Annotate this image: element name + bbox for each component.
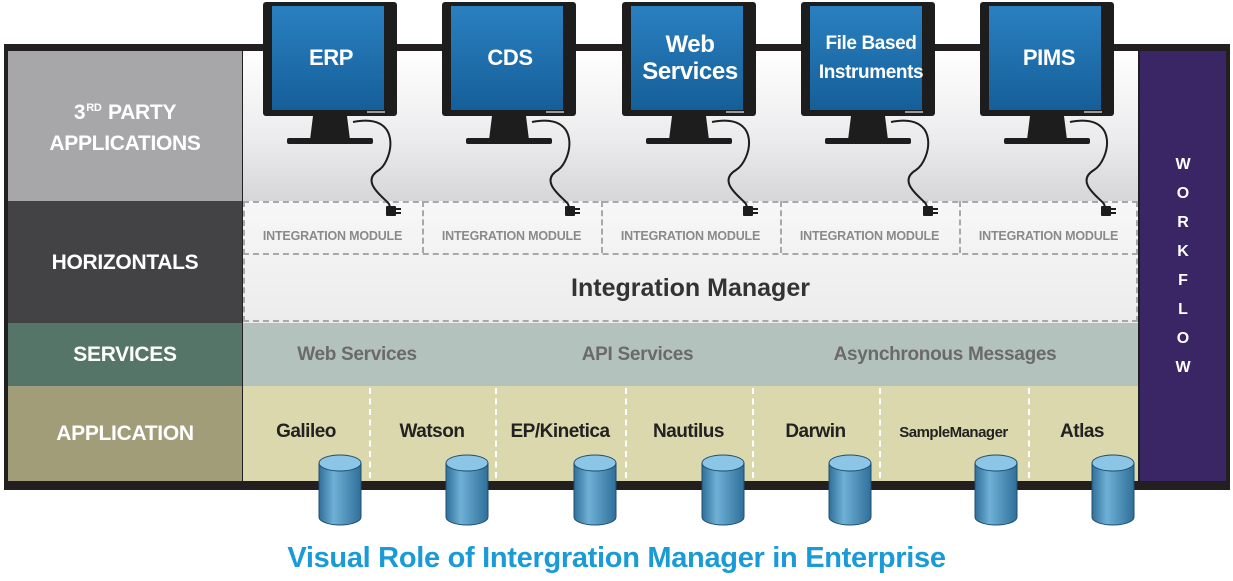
database-body (445, 462, 489, 526)
database-nautilus-icon (701, 454, 745, 526)
service-async: Asynchronous Messages (833, 343, 1057, 365)
horizontals-band (243, 201, 1138, 323)
integration-module-file: INTEGRATION MODULE (799, 229, 940, 243)
database-top (701, 454, 745, 472)
cable (352, 119, 392, 211)
database-top (828, 454, 872, 472)
database-body (318, 462, 362, 526)
monitor-screen (451, 6, 563, 110)
monitor-erp (263, 2, 401, 216)
diagram-caption: Visual Role of Intergration Manager in E… (287, 542, 946, 574)
plug-prong (933, 212, 938, 214)
integration-modules: INTEGRATION MODULE INTEGRATION MODULE IN… (243, 201, 1138, 323)
monitor-screen (989, 6, 1101, 110)
database-body (573, 462, 617, 526)
layer-label-services: SERVICES (8, 323, 242, 386)
services-band (243, 323, 1138, 386)
database-body (701, 462, 745, 526)
app-samplemanager: SampleManager (899, 423, 1008, 441)
plug-prong (1111, 212, 1116, 214)
plug-body (923, 206, 933, 216)
monitor-pims-label: PIMS (1022, 45, 1076, 70)
monitor-base (1004, 138, 1090, 144)
monitor-indicator (367, 111, 385, 113)
monitor-screen (810, 6, 922, 110)
monitor-cds (442, 2, 580, 216)
monitor-screen (631, 6, 743, 110)
integration-module-cds: INTEGRATION MODULE (441, 229, 582, 243)
plug-prong (753, 212, 758, 214)
service-api: API Services (581, 343, 694, 365)
monitor-indicator (905, 111, 923, 113)
monitor-neck (848, 116, 888, 140)
plug-body (565, 206, 575, 216)
plug-body (743, 206, 753, 216)
cable (711, 119, 751, 211)
monitor-neck (1027, 116, 1067, 140)
database-darwin-icon (828, 454, 872, 526)
database-body (974, 462, 1018, 526)
monitor-base (646, 138, 732, 144)
app-nautilus: Nautilus (653, 421, 724, 442)
integration-module-web: INTEGRATION MODULE (620, 229, 761, 243)
layer-label-third-party: 3RD PARTY APPLICATIONS (8, 51, 242, 201)
app-watson: Watson (399, 421, 465, 442)
database-top (573, 454, 617, 472)
monitor-web-services (622, 2, 758, 216)
cable (531, 119, 571, 211)
database-top (1091, 454, 1135, 472)
monitor-screen (272, 6, 384, 110)
cable (890, 119, 930, 211)
database-body (1091, 462, 1135, 526)
database-top (974, 454, 1018, 472)
monitor-cds-label: CDS (487, 45, 533, 70)
app-galileo: Galileo (276, 421, 336, 442)
service-web: Web Services (297, 343, 417, 365)
app-atlas: Atlas (1060, 421, 1104, 442)
database-top (318, 454, 362, 472)
layer-label-application: APPLICATION (8, 386, 242, 481)
monitor-base (466, 138, 552, 144)
database-body (828, 462, 872, 526)
plug-prong (575, 208, 580, 210)
monitor-neck (310, 116, 350, 140)
monitor-base (287, 138, 373, 144)
monitor-base (825, 138, 911, 144)
monitor-file-based (801, 2, 938, 216)
plug-prong (575, 212, 580, 214)
database-top (445, 454, 489, 472)
plug-body (1101, 206, 1111, 216)
cable (1069, 119, 1109, 211)
database-samplemanager-icon (974, 454, 1018, 526)
plug-prong (933, 208, 938, 210)
database-atlas-icon (1091, 454, 1135, 526)
app-ep-kinetica: EP/Kinetica (510, 421, 610, 442)
monitor-indicator (726, 111, 744, 113)
integration-module-pims: INTEGRATION MODULE (978, 229, 1119, 243)
integration-manager-label: Integration Manager (571, 273, 810, 302)
app-darwin: Darwin (785, 421, 846, 442)
integration-module-erp: INTEGRATION MODULE (262, 229, 403, 243)
database-galileo-icon (318, 454, 362, 526)
plug-prong (396, 208, 401, 210)
plug-prong (753, 208, 758, 210)
database-ep-kinetica-icon (573, 454, 617, 526)
monitor-erp-label: ERP (308, 45, 354, 70)
database-watson-icon (445, 454, 489, 526)
monitor-neck (489, 116, 529, 140)
plug-prong (1111, 208, 1116, 210)
plug-body (386, 206, 396, 216)
monitor-indicator (1084, 111, 1102, 113)
layer-label-horizontals: HORIZONTALS (8, 201, 242, 323)
workflow-column (1140, 51, 1226, 481)
monitor-pims (980, 2, 1116, 216)
plug-prong (396, 212, 401, 214)
monitor-neck (669, 116, 709, 140)
workflow-label: W O R K F L O W (1175, 156, 1191, 376)
monitor-indicator (546, 111, 564, 113)
